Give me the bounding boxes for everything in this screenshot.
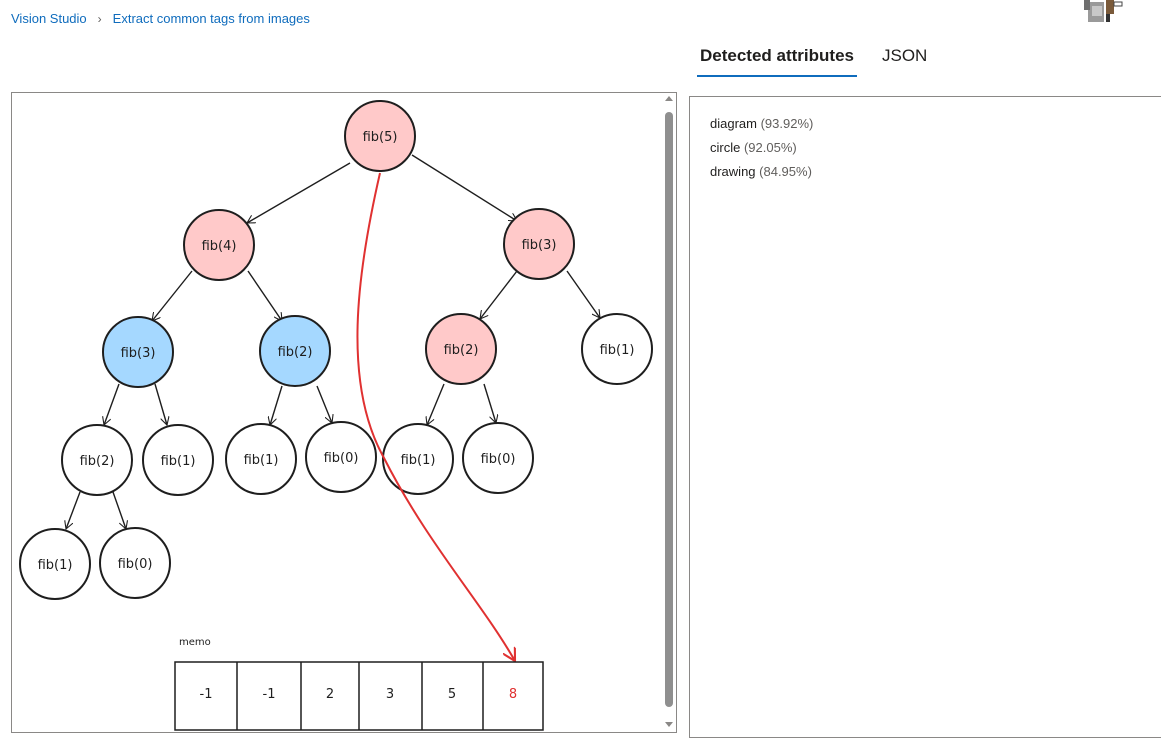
attribute-item: diagram (93.92%) [710, 112, 1141, 136]
image-viewer[interactable]: fib(5) fib(4) fib(3) fib(3) fib(2) fib(2… [11, 92, 677, 733]
node-fib1-d-label: fib(1) [401, 453, 436, 468]
scroll-down-arrow-icon[interactable] [665, 722, 673, 727]
result-tabs: Detected attributes JSON [697, 44, 952, 77]
node-fib4-label: fib(4) [202, 239, 237, 254]
node-fib1-b-label: fib(1) [161, 454, 196, 469]
scroll-up-arrow-icon[interactable] [665, 96, 673, 101]
avatar-image [1084, 0, 1123, 22]
attribute-confidence: (84.95%) [759, 164, 812, 179]
node-fib1-c-label: fib(1) [244, 453, 279, 468]
node-fib2-a-label: fib(2) [278, 345, 313, 360]
fibonacci-tree-diagram: fib(5) fib(4) fib(3) fib(3) fib(2) fib(2… [19, 100, 653, 731]
node-fib1-a-label: fib(1) [600, 343, 635, 358]
attribute-confidence: (93.92%) [760, 116, 814, 131]
node-fib5-label: fib(5) [363, 130, 398, 145]
node-fib3-left-label: fib(3) [121, 346, 156, 361]
detected-attributes-panel: diagram (93.92%) circle (92.05%) drawing… [689, 96, 1161, 738]
node-fib0-c-label: fib(0) [118, 557, 153, 572]
image-viewer-scrollbar[interactable] [662, 93, 676, 732]
attribute-name: drawing [710, 164, 756, 179]
memo-array [174, 661, 544, 731]
breadcrumb-separator-icon: › [97, 11, 102, 26]
node-fib1-e-label: fib(1) [38, 558, 73, 573]
attribute-confidence: (92.05%) [743, 140, 797, 155]
memo-cell-2: 2 [326, 687, 334, 702]
memo-cell-5: 8 [509, 687, 517, 702]
tree-edges [66, 154, 600, 529]
avatar[interactable] [1076, 0, 1126, 26]
memo-cell-3: 3 [386, 687, 394, 702]
node-fib0-a-label: fib(0) [324, 451, 359, 466]
tab-json[interactable]: JSON [881, 46, 928, 65]
breadcrumb: Vision Studio › Extract common tags from… [11, 11, 310, 26]
tab-detected-attributes[interactable]: Detected attributes [697, 44, 857, 77]
scroll-thumb[interactable] [665, 112, 673, 707]
memo-cell-1: -1 [263, 687, 276, 702]
node-fib2-b-label: fib(2) [444, 343, 479, 358]
attribute-item: drawing (84.95%) [710, 160, 1141, 184]
memo-write-arrow [356, 172, 515, 661]
node-fib3-right-label: fib(3) [522, 238, 557, 253]
node-fib0-b-label: fib(0) [481, 452, 516, 467]
memo-cell-0: -1 [200, 687, 213, 702]
attribute-name: diagram [710, 116, 757, 131]
attribute-name: circle [710, 140, 741, 155]
memo-label: memo [179, 637, 211, 648]
breadcrumb-vision-studio-link[interactable]: Vision Studio [11, 11, 87, 26]
breadcrumb-current-page-link[interactable]: Extract common tags from images [112, 11, 310, 26]
node-fib2-c-label: fib(2) [80, 454, 115, 469]
tree-nodes [19, 100, 653, 600]
attribute-item: circle (92.05%) [710, 136, 1141, 160]
memo-cell-4: 5 [448, 687, 456, 702]
